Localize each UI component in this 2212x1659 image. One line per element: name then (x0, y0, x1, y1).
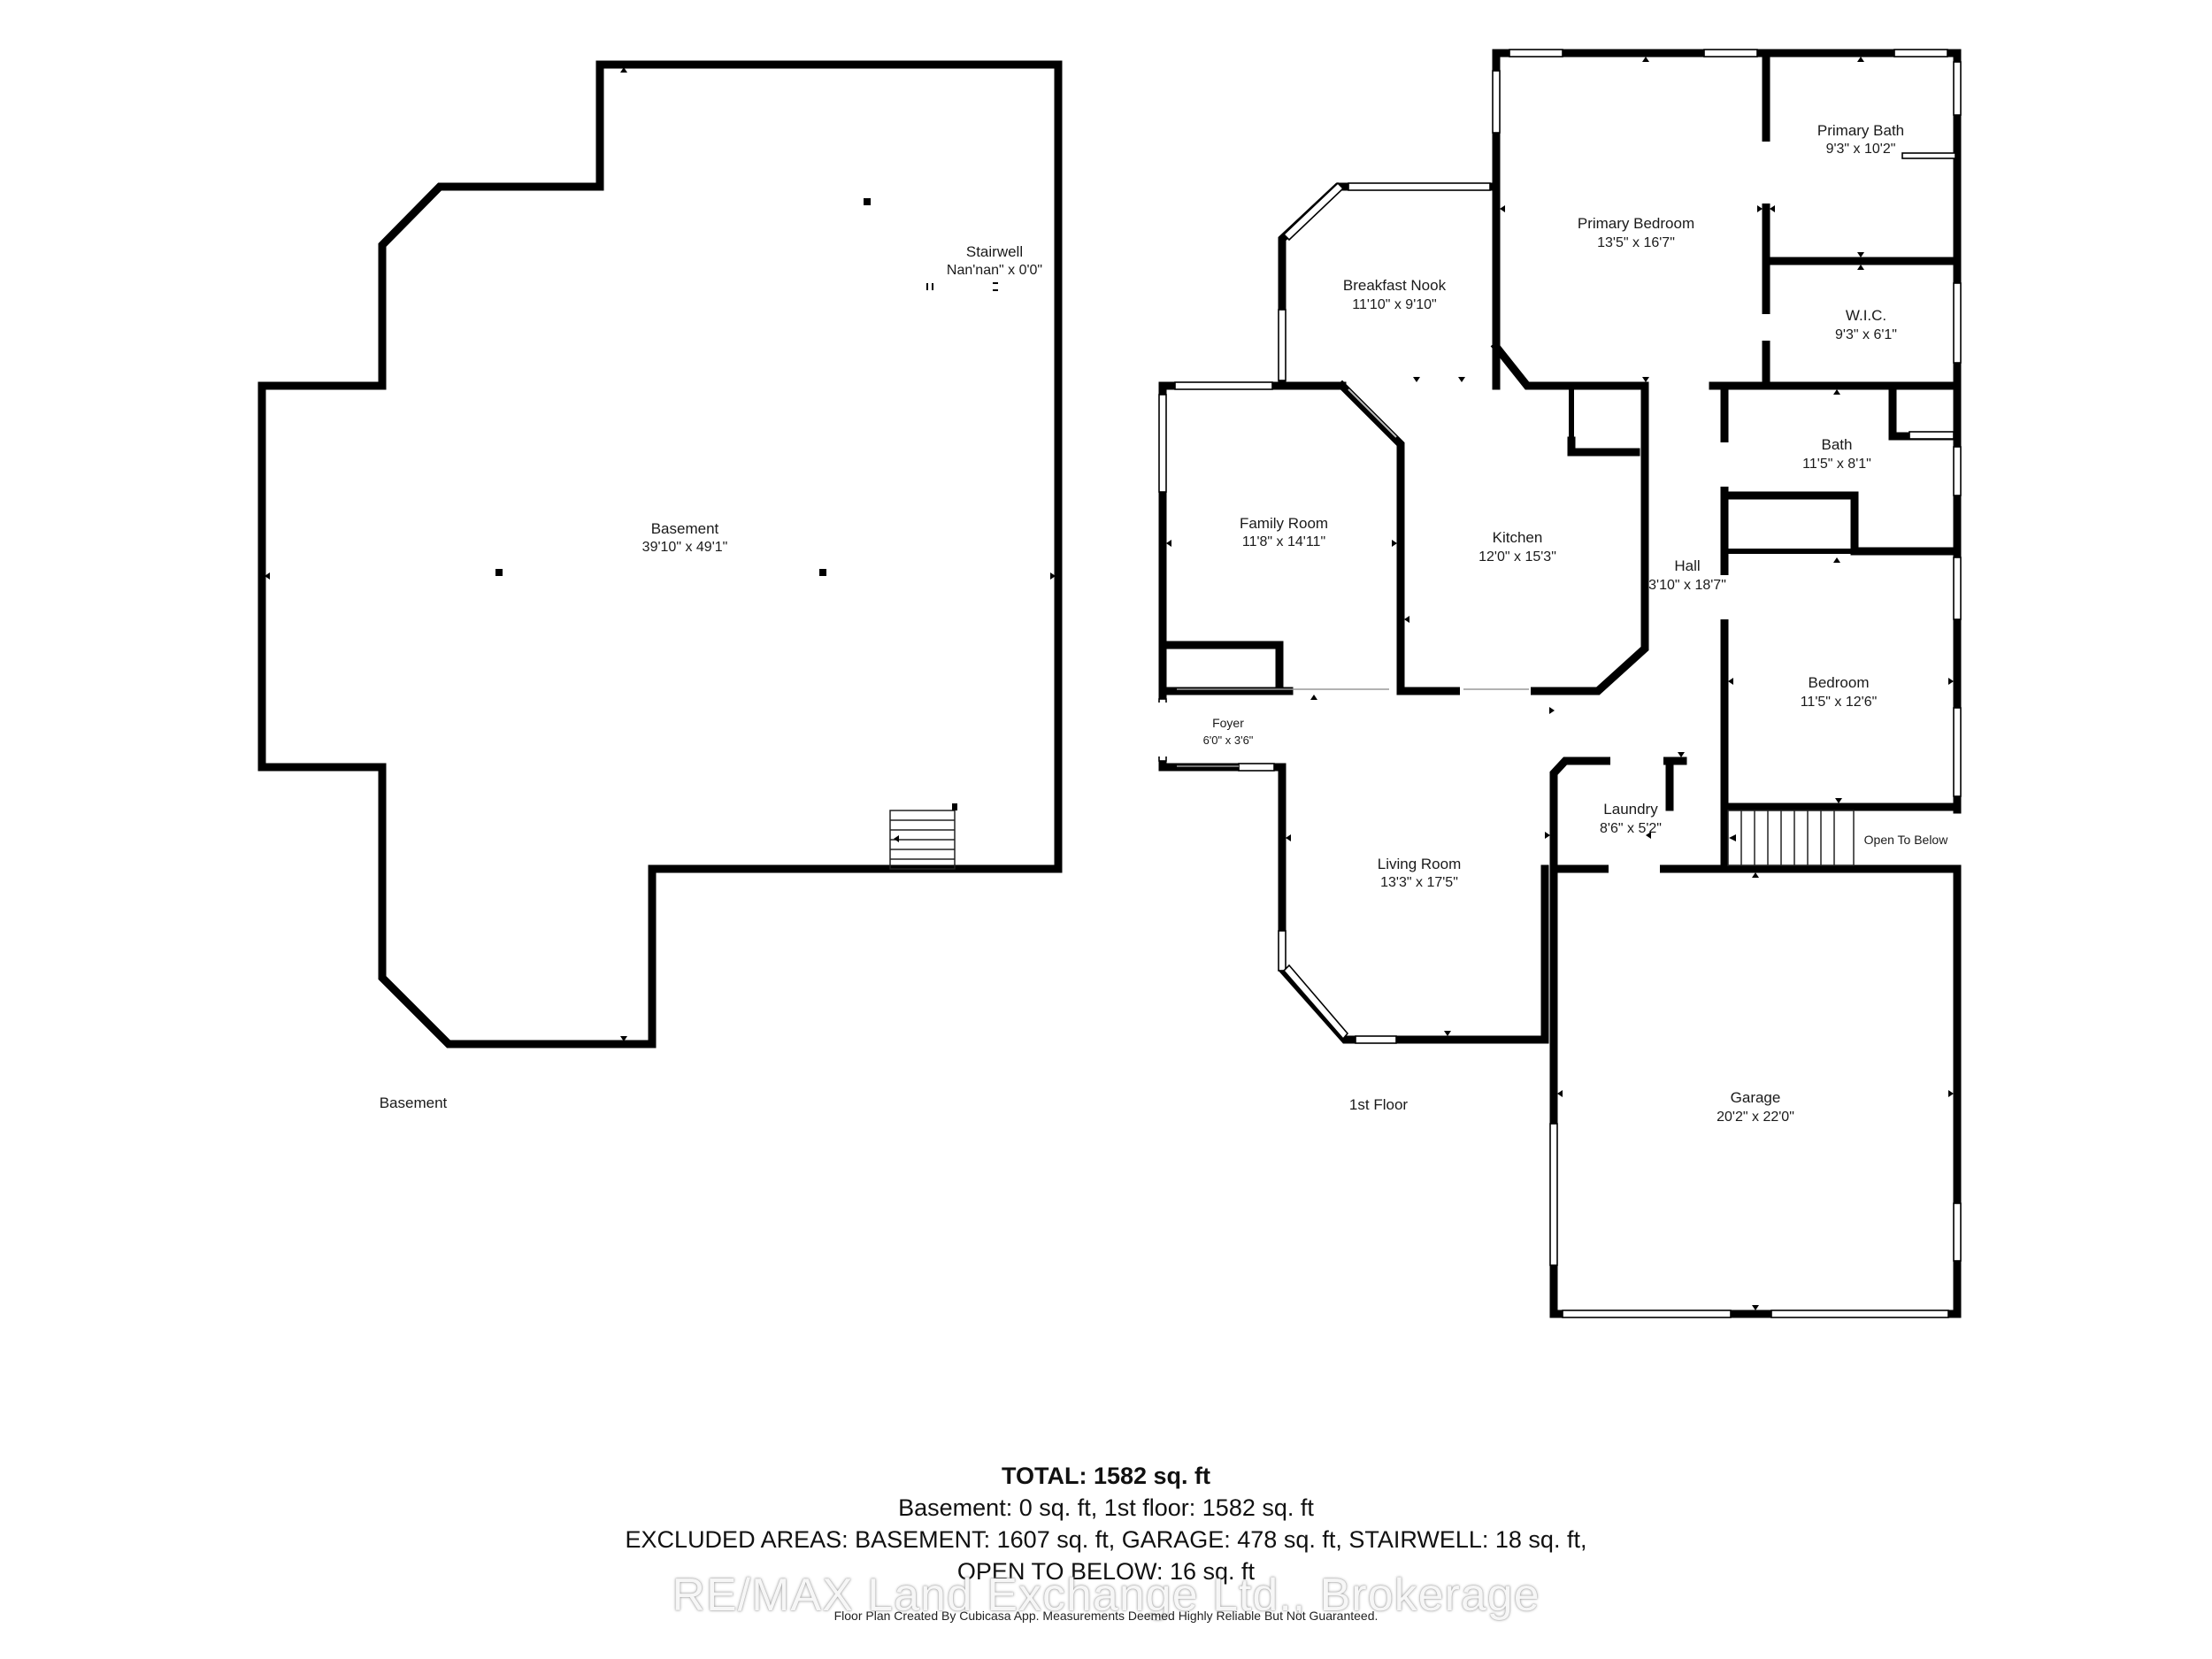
basement-plan: Basement 39'10" x 49'1" Stairwell Nan'na… (257, 60, 1063, 1111)
basement-post (819, 569, 826, 576)
room-dims-foyer: 6'0" x 3'6" (1203, 733, 1254, 747)
room-name-foyer: Foyer (1212, 716, 1244, 730)
basement-post (495, 569, 503, 576)
room-name-bedroom: Bedroom (1809, 674, 1870, 691)
room-name-wic: W.I.C. (1846, 307, 1886, 324)
room-dims-primary-bath: 9'3" x 10'2" (1826, 142, 1896, 157)
family-room-walls (1158, 380, 1649, 695)
room-name-family-room: Family Room (1240, 515, 1328, 532)
room-dims-breakfast-nook: 11'10" x 9'10" (1352, 297, 1436, 312)
floor-label-1st-floor: 1st Floor (1349, 1096, 1408, 1113)
room-name-living-room: Living Room (1378, 856, 1462, 872)
room-dims-laundry: 8'6" x 5'2" (1600, 821, 1662, 836)
excluded-areas: EXCLUDED AREAS: BASEMENT: 1607 sq. ft, G… (625, 1526, 1587, 1553)
room-name-garage: Garage (1731, 1089, 1781, 1106)
room-name-bath: Bath (1822, 436, 1853, 453)
laundry-walls (1549, 757, 1962, 873)
stairwell-markers (926, 282, 998, 291)
room-dims-garage: 20'2" x 22'0" (1717, 1110, 1794, 1125)
floor-areas: Basement: 0 sq. ft, 1st floor: 1582 sq. … (898, 1494, 1314, 1521)
room-name-basement: Basement (651, 520, 719, 537)
room-name-laundry: Laundry (1603, 801, 1658, 818)
kitchen-opening-line (1348, 388, 1397, 438)
room-dims-living-room: 13'3" x 17'5" (1380, 875, 1458, 890)
garage-walls (1549, 864, 1962, 1318)
room-name-primary-bath: Primary Bath (1817, 122, 1904, 139)
basement-stairs (889, 803, 957, 870)
room-dims-primary-bedroom: 13'5" x 16'7" (1597, 235, 1675, 250)
area-summary: TOTAL: 1582 sq. ft Basement: 0 sq. ft, 1… (0, 1460, 2212, 1587)
room-dims-kitchen: 12'0" x 15'3" (1479, 549, 1556, 565)
door-openings (1157, 142, 1849, 874)
bedroom-wing-walls (1490, 49, 1962, 814)
open-to-below-stairs (1727, 810, 1855, 866)
total-area: TOTAL: 1582 sq. ft (1001, 1463, 1211, 1489)
kitchen-diagonal (1340, 383, 1403, 447)
first-floor-plan: Breakfast Nook 11'10" x 9'10" Primary Be… (1157, 49, 1962, 1318)
room-dims-bath: 11'5" x 8'1" (1802, 457, 1871, 472)
room-dims-wic: 9'3" x 6'1" (1835, 327, 1897, 342)
room-name-open-to-below: Open To Below (1864, 833, 1949, 847)
bay-window (1282, 181, 1345, 242)
room-dims-bedroom: 11'5" x 12'6" (1801, 695, 1878, 710)
basement-post (864, 198, 871, 205)
floor-label-basement: Basement (380, 1094, 448, 1111)
room-dims-hall: 3'10" x 18'7" (1648, 578, 1726, 593)
room-dims-stairwell: Nan'nan" x 0'0" (947, 263, 1042, 278)
bay-window (1282, 964, 1349, 1041)
room-name-breakfast-nook: Breakfast Nook (1343, 277, 1447, 294)
room-name-hall: Hall (1674, 557, 1700, 574)
room-name-stairwell: Stairwell (966, 243, 1023, 260)
room-dims-basement: 39'10" x 49'1" (642, 540, 728, 555)
room-dims-family-room: 11'8" x 14'11" (1242, 534, 1325, 549)
brokerage-watermark: RE/MAX Land Exchange Ltd., Brokerage (672, 1570, 1540, 1621)
open-to-below-area: OPEN TO BELOW: 16 sq. ft (956, 1558, 1256, 1585)
room-name-primary-bedroom: Primary Bedroom (1578, 215, 1694, 232)
wall-markers (1166, 57, 1954, 1310)
room-name-kitchen: Kitchen (1493, 529, 1543, 546)
floor-plan-credit: Floor Plan Created By Cubicasa App. Meas… (833, 1609, 1379, 1623)
